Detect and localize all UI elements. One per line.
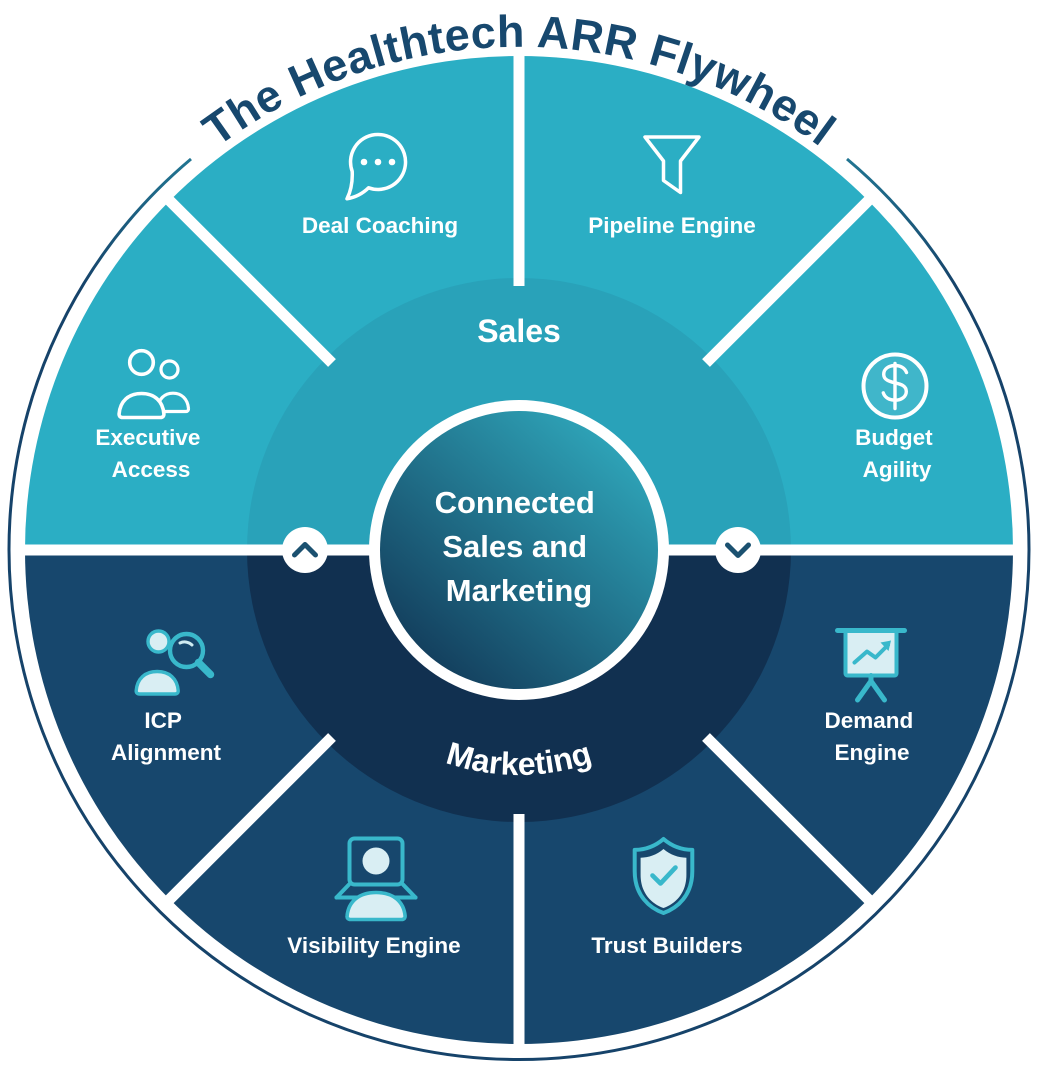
chevron-down-icon	[725, 542, 751, 558]
deal-coaching-label: Deal Coaching	[302, 213, 458, 238]
executive-access-label: Executive Access	[95, 425, 206, 482]
divider-bottom-right	[702, 733, 874, 905]
segment-deal-coaching: Deal Coaching	[302, 132, 458, 238]
center-hub: Connected Sales and Marketing	[369, 400, 669, 700]
two-people-icon	[117, 348, 191, 420]
segment-icp-alignment: ICP Alignment	[111, 629, 222, 765]
segment-pipeline-engine: Pipeline Engine	[588, 135, 756, 238]
sales-label: Sales	[477, 313, 561, 349]
shield-check-icon	[632, 837, 695, 915]
chat-bubble-icon	[345, 132, 408, 201]
segment-budget-agility: Budget Agility	[855, 352, 939, 482]
divider-top-left	[164, 195, 336, 367]
person-magnifier-icon	[134, 629, 215, 696]
funnel-icon	[643, 135, 701, 195]
visibility-engine-label: Visibility Engine	[287, 933, 460, 958]
divider-top-right	[702, 195, 874, 367]
icp-alignment-label: ICP Alignment	[111, 708, 222, 765]
divider-bottom-left	[164, 733, 336, 905]
budget-agility-label: Budget Agility	[855, 425, 939, 482]
trust-builders-label: Trust Builders	[591, 933, 742, 958]
segment-demand-engine: Demand Engine	[824, 628, 919, 765]
hub-label: Connected Sales and Marketing	[435, 485, 604, 608]
hub-circle	[380, 411, 658, 689]
flow-arrow-right	[715, 527, 761, 573]
flow-arrow-left	[282, 527, 328, 573]
demand-engine-label: Demand Engine	[824, 708, 919, 765]
webinar-laptop-icon	[334, 836, 418, 922]
pipeline-engine-label: Pipeline Engine	[588, 213, 756, 238]
dollar-circle-icon	[861, 352, 929, 420]
presentation-chart-icon	[835, 628, 907, 703]
segment-trust-builders: Trust Builders	[591, 837, 743, 958]
segment-visibility-engine: Visibility Engine	[287, 836, 461, 958]
segment-executive-access: Executive Access	[95, 348, 206, 482]
chevron-up-icon	[292, 542, 318, 558]
outer-ring	[7, 157, 1031, 1061]
